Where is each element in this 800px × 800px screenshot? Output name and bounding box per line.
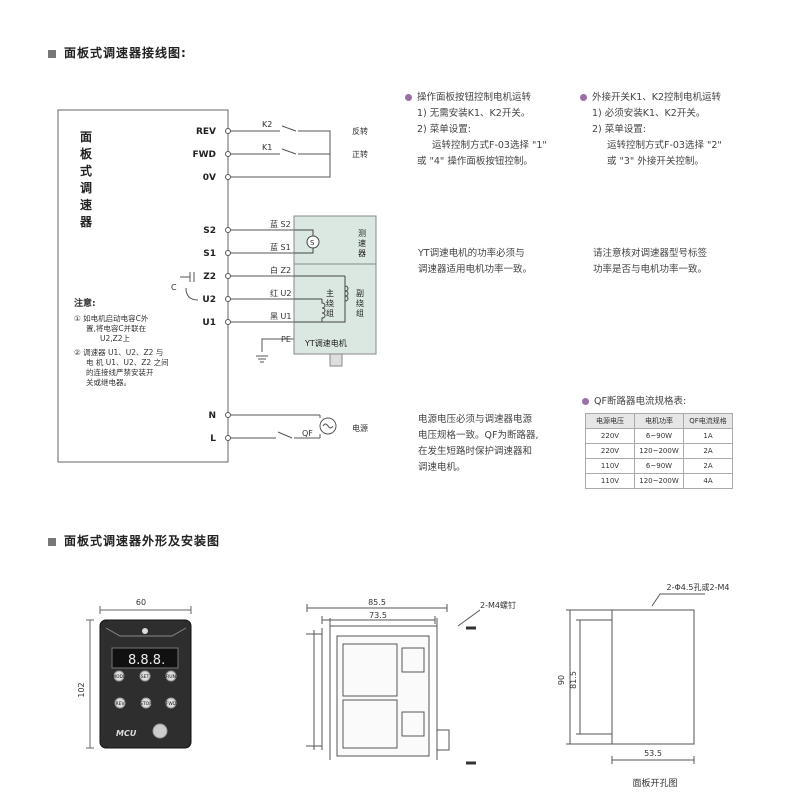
wire-label-u1: 黑 U1 [270,312,292,321]
svg-text:的连接线严禁安装开: 的连接线严禁安装开 [86,367,154,377]
svg-text:置,将电容C并联在: 置,将电容C并联在 [86,323,147,333]
section-title-dimensions: 面板式调速器外形及安装图 [48,532,220,549]
bullet-icon [582,398,589,405]
col2-block: 外接开关K1、K2控制电机运转 1) 必须安装K1、K2开关。 2) 菜单设置:… [580,90,722,170]
svg-text:板: 板 [80,146,93,161]
svg-text:2-M4螺钉: 2-M4螺钉 [480,600,516,610]
capacitor-label: C [171,283,177,292]
pe-label: PE [281,335,291,344]
terminal-fwd: FWD [192,150,216,160]
svg-text:85.5: 85.5 [368,598,386,607]
svg-text:主: 主 [326,288,334,298]
terminal-z2: Z2 [203,272,216,282]
svg-text:组: 组 [356,308,364,318]
svg-text:RUN: RUN [166,674,176,680]
side-view [306,604,481,765]
svg-text:102: 102 [77,682,86,697]
terminal-l: L [210,434,216,444]
bullet-icon [580,94,587,101]
svg-text:关或继电器。: 关或继电器。 [86,377,131,387]
svg-text:53.5: 53.5 [644,749,662,758]
power-note: 电源电压必须与调速器电源 电压规格一致。QF为断路器, 在发生短路时保护调速器和… [418,414,539,473]
terminal-u2: U2 [202,295,216,305]
wire-label-s1: 蓝 S1 [270,242,291,252]
k2-label: K2 [262,120,272,129]
col1-note: YT调速电机的功率必须与 调速器适用电机功率一致。 [418,248,533,275]
square-bullet-icon [48,537,56,546]
svg-text:REV: REV [115,701,125,707]
svg-text:① 如电机启动电容C外: ① 如电机启动电容C外 [74,313,149,323]
svg-text:8.8.8.: 8.8.8. [128,653,165,668]
terminal-n: N [208,411,216,421]
svg-text:绕: 绕 [356,298,364,308]
svg-text:FWD: FWD [166,701,177,707]
terminal-0v: 0V [203,173,216,183]
qf-table-title: QF断路器电流规格表: [582,394,686,410]
svg-text:器: 器 [358,249,366,258]
svg-text:73.5: 73.5 [369,611,387,620]
svg-text:组: 组 [326,308,334,318]
svg-text:绕: 绕 [326,298,334,308]
wire-label-s2: 蓝 S2 [270,219,291,229]
notes: 注意: ① 如电机启动电容C外 置,将电容C并联在 U2,Z2上 ② 调速器 U… [74,297,169,387]
col2-note: 请注意核对调速器型号标签 功率是否与电机功率一致。 [593,248,708,275]
col1-block: 操作面板按钮控制电机运转 1) 无需安装K1、K2开关。 2) 菜单设置: 运转… [405,90,547,170]
forward-label: 正转 [352,149,368,159]
svg-text:器: 器 [79,215,93,229]
svg-text:2-Φ4.5孔或2-M4: 2-Φ4.5孔或2-M4 [667,582,730,592]
svg-text:注意:: 注意: [74,297,96,309]
section-title-wiring: 面板式调速器接线图: [48,44,187,61]
svg-text:速: 速 [358,239,366,248]
wire-label-z2: 白 Z2 [270,265,291,275]
svg-text:MCU: MCU [116,729,137,738]
square-bullet-icon [48,49,56,58]
svg-text:SET: SET [141,674,150,680]
cutout-view [566,593,705,764]
svg-text:测: 测 [358,229,366,238]
svg-text:81.5: 81.5 [569,671,578,689]
bullet-icon [405,94,412,101]
svg-text:式: 式 [80,163,92,178]
terminal-s2: S2 [203,226,216,236]
terminal-u1: U1 [202,318,216,328]
svg-text:90: 90 [557,675,566,685]
k1-label: K1 [262,143,272,152]
svg-text:MODE: MODE [112,674,126,680]
power-label: 电源 [352,423,368,433]
terminal-rev: REV [196,127,216,137]
svg-text:调: 调 [80,181,92,195]
svg-text:速: 速 [80,197,92,212]
qf-switch-label: QF [302,429,313,438]
front-view: 60 102 8.8.8. MODE SET RUN REV STOP FWD MCU [77,598,192,749]
reverse-label: 反转 [352,126,368,136]
controller-name: 面 板 式 调 速 器 [79,130,93,229]
svg-text:STOP: STOP [140,701,152,707]
wiring-diagram: 面 板 式 调 速 器 REV FWD 0V S2 S1 Z2 U2 U1 N … [57,109,377,463]
wire-label-u2: 红 U2 [270,288,292,298]
motor-block: S 测 速 器 主 绕 组 副 绕 组 YT调速电机 [293,215,377,367]
svg-text:② 调速器 U1、U2、Z2 与: ② 调速器 U1、U2、Z2 与 [74,348,163,357]
svg-text:面: 面 [80,130,92,144]
svg-text:电 机 U1、U2、Z2 之间: 电 机 U1、U2、Z2 之间 [86,357,169,367]
svg-text:S: S [310,239,315,247]
svg-text:副: 副 [356,289,364,298]
terminal-s1: S1 [203,249,216,259]
svg-text:60: 60 [136,598,146,607]
svg-text:面板开孔图: 面板开孔图 [632,777,677,789]
svg-text:U2,Z2上: U2,Z2上 [100,334,131,343]
motor-label: YT调速电机 [304,338,347,348]
